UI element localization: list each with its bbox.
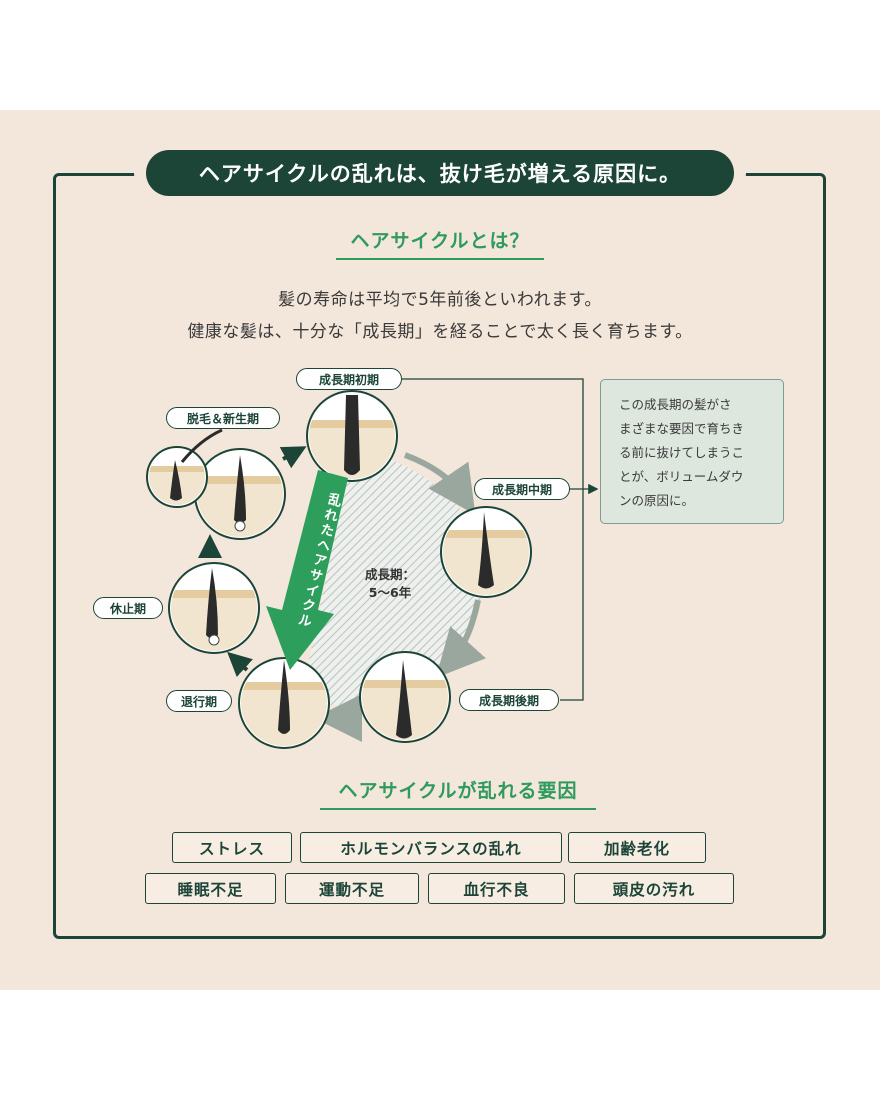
cycle-arrow-early-to-mid: [403, 452, 476, 515]
disrupted-cycle-arrow: [266, 470, 348, 670]
section-heading-hair-cycle: ヘアサイクルとは？: [336, 226, 544, 260]
factor-tag: ストレス: [172, 832, 292, 863]
factor-tag: ホルモンバランスの乱れ: [300, 832, 562, 863]
stage-label-shedding-new: 脱毛＆新生期: [166, 407, 280, 429]
arrow-new-to-early: [279, 446, 307, 469]
factor-tag: 頭皮の汚れ: [574, 873, 734, 904]
follicle-mid-growth: [440, 506, 532, 598]
callout-line: この成長期の髪がさ: [619, 397, 732, 412]
stage-label-late-growth: 成長期後期: [459, 689, 559, 711]
callout-line: とが、ボリュームダウ: [619, 469, 744, 484]
follicle-resting: [168, 562, 260, 654]
connector-line: [402, 378, 584, 701]
intro-text-line-2: 健康な髪は、十分な「成長期」を経ることで太く長く育ちます。: [187, 322, 693, 342]
intro-text-line-1: 髪の寿命は平均で5年前後といわれます。: [278, 290, 602, 310]
arrow-regression-to-resting: [227, 651, 253, 677]
follicle-early-growth: [306, 390, 398, 482]
stage-label-early-growth: 成長期初期: [296, 368, 402, 390]
factor-tag: 運動不足: [285, 873, 419, 904]
stage-label-resting: 休止期: [93, 597, 163, 619]
factor-tag: 加齢老化: [568, 832, 706, 863]
explanation-callout: この成長期の髪がさ まざまな要因で育ちき る前に抜けてしまうこ とが、ボリューム…: [600, 379, 784, 524]
page-title: ヘアサイクルの乱れは、抜け毛が増える原因に。: [146, 150, 734, 196]
stage-label-regression: 退行期: [166, 690, 232, 712]
callout-line: る前に抜けてしまうこ: [619, 445, 745, 460]
stage-label-mid-growth: 成長期中期: [474, 478, 570, 500]
growth-duration-value: 5〜6年: [368, 585, 412, 600]
callout-line: まざまな要因で育ちき: [619, 421, 745, 436]
follicle-late-growth: [359, 651, 451, 743]
cycle-arrow-mid-to-late: [435, 599, 486, 678]
follicle-regression: [238, 657, 330, 749]
factor-tag: 血行不良: [428, 873, 565, 904]
factor-tag: 睡眠不足: [145, 873, 276, 904]
follicle-new-growth: [194, 448, 286, 540]
growth-duration-label: 成長期：: [364, 567, 415, 582]
growth-duration-note: 成長期： 5〜6年: [350, 566, 430, 602]
callout-line: ンの原因に。: [619, 493, 695, 508]
follicle-shedding: [146, 428, 223, 508]
section-heading-causes: ヘアサイクルが乱れる要因: [320, 776, 596, 810]
